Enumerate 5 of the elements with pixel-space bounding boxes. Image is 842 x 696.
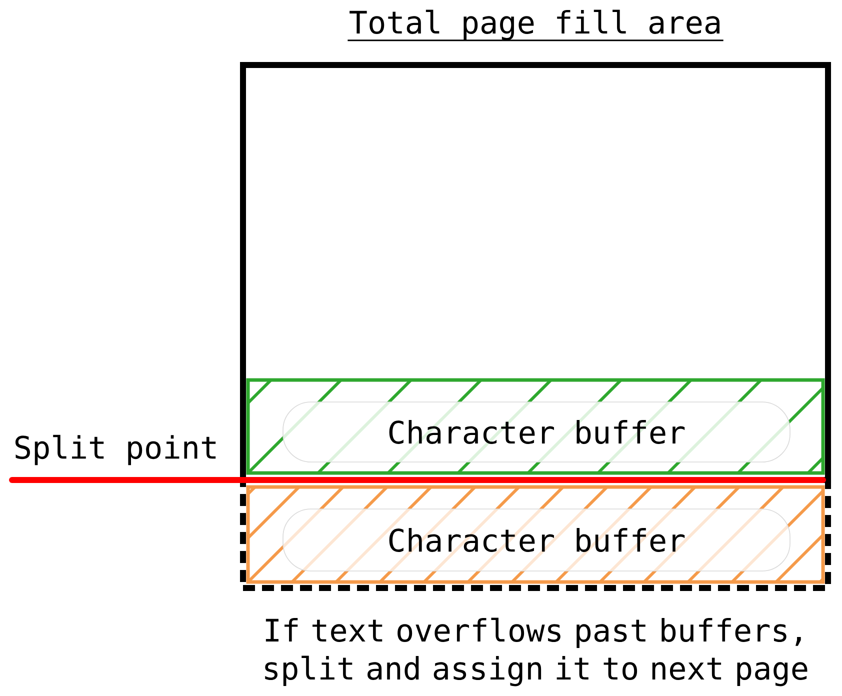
- node-label: Total page fill area: [350, 10, 720, 40]
- buffer-box: Character buffer: [246, 378, 825, 475]
- split-point-label: Split point: [15, 434, 216, 466]
- node-label: If text overflows past buffers, split and assign it to next page: [265, 618, 808, 686]
- buffer-box: Character buffer: [246, 485, 825, 584]
